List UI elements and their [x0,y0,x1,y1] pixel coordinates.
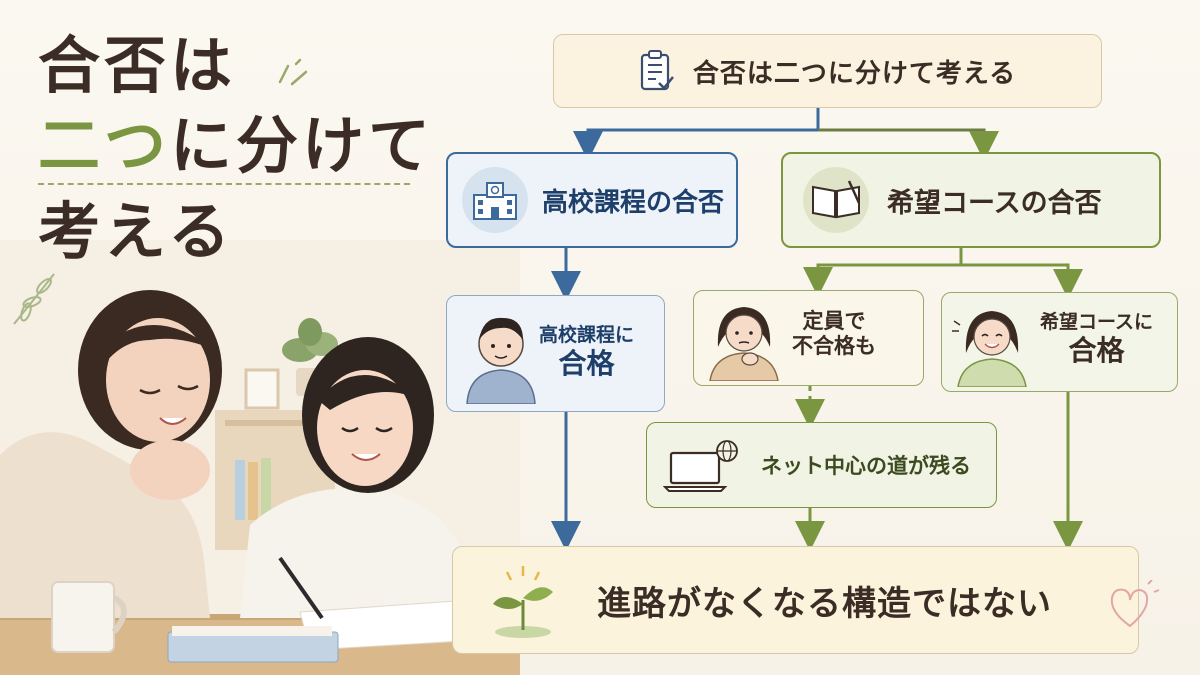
flow-root-label: 合否は二つに分けて考える [692,58,1017,89]
worried-girl-avatar [709,307,779,381]
capacity-fail-line2: 不合格も [792,334,876,359]
high-school-result-label: 高校課程の合否 [542,187,725,218]
title-highlight: 二つ [38,109,171,182]
high-school-result-box: 高校課程の合否 [446,152,738,248]
title-line-1: 合否は [38,29,237,102]
high-school-pass-box: 高校課程に 合格 [446,295,665,412]
flow-root: 合否は二つに分けて考える [553,34,1102,108]
capacity-fail-box: 定員で 不合格も [693,290,924,386]
online-path-label: ネット中心の道が残る [761,454,971,478]
title-line-3: 考える [38,195,235,268]
title-line-2-rest: に分けて [170,109,435,182]
course-pass-line2: 合格 [1068,333,1125,367]
high-school-pass-line2: 合格 [558,346,615,380]
mother-daughter-illustration [0,240,520,675]
course-result-label: 希望コースの合否 [887,187,1102,219]
sprout-icon [493,566,553,638]
clipboard-check-icon [640,50,674,91]
leaf-sprig-icon [13,273,55,325]
title-divider [38,183,410,185]
course-pass-text: 希望コースに 合格 [1040,311,1153,367]
sparkle-icon [278,58,308,86]
capacity-fail-text: 定員で 不合格も [792,309,876,359]
high-school-pass-text: 高校課程に 合格 [539,324,634,380]
course-result-box: 希望コースの合否 [781,152,1161,248]
conclusion-label: 進路がなくなる構造ではない [597,583,1052,624]
school-building-icon [462,167,528,233]
boy-avatar [466,317,536,404]
title-line-2: 二つに分けて [38,110,434,182]
happy-girl-avatar [952,311,1027,387]
high-school-pass-line1: 高校課程に [539,324,635,346]
capacity-fail-line1: 定員で [802,309,866,333]
heart-icon [1110,580,1160,628]
laptop-globe-icon [663,440,738,492]
online-path-box: ネット中心の道が残る [646,422,997,508]
course-pass-line1: 希望コースに [1040,311,1154,333]
course-pass-box: 希望コースに 合格 [941,292,1178,392]
conclusion-box: 進路がなくなる構造ではない [452,546,1139,654]
open-book-icon [803,167,869,233]
